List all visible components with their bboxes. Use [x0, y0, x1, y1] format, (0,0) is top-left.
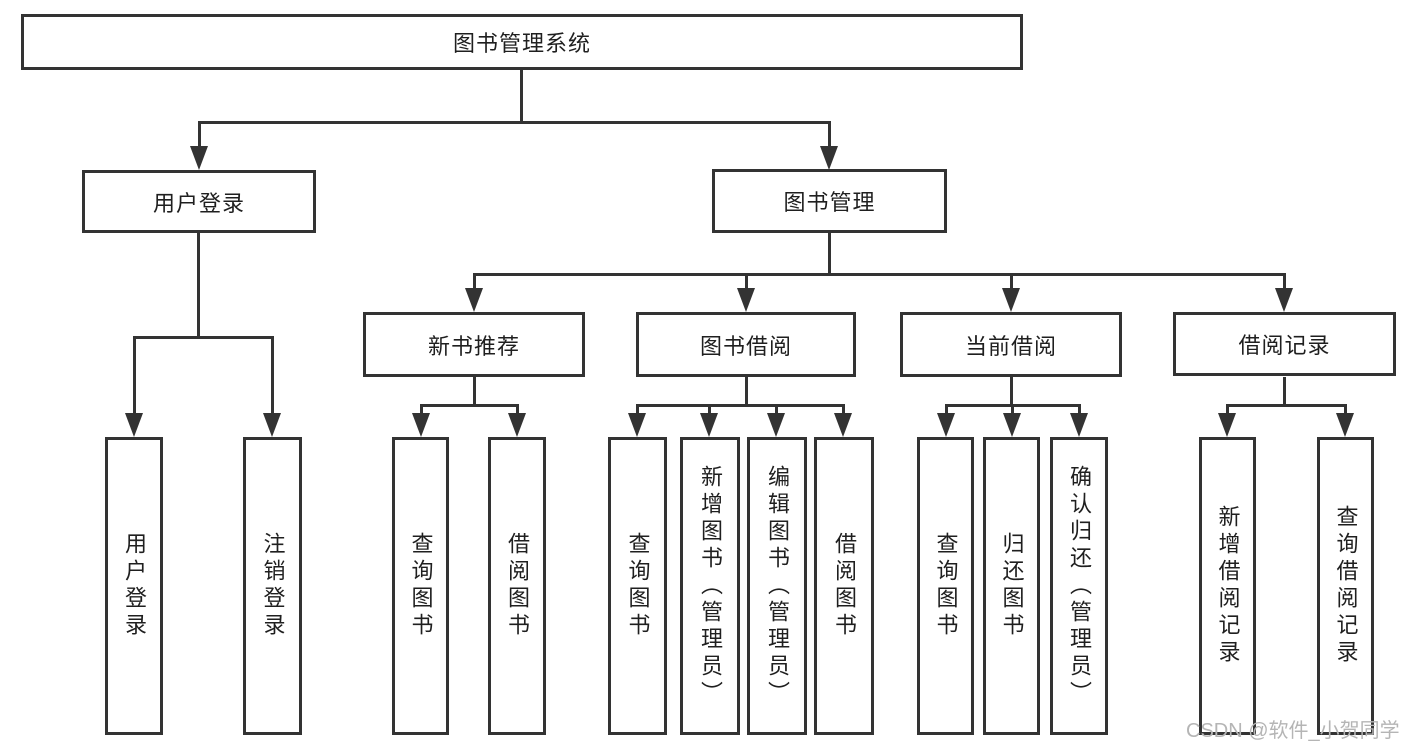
- arrowhead-icon: [628, 413, 646, 437]
- connector-line: [1011, 404, 1014, 414]
- leaf-user-login: 用户登录: [105, 437, 163, 735]
- node-root-label: 图书管理系统: [452, 31, 591, 56]
- arrowhead-icon: [190, 146, 208, 170]
- leaf-cb-confirm-return-admin: 确认归还（管理员）: [1050, 437, 1108, 735]
- leaf-nb-borrow-books-label: 借阅图书: [505, 532, 530, 640]
- arrowhead-icon: [465, 288, 483, 312]
- watermark: CSDN @软件_小贺同学: [1186, 720, 1400, 742]
- connector-line: [1010, 377, 1013, 405]
- node-borrow-records-label: 借阅记录: [1238, 333, 1331, 358]
- leaf-user-login-label: 用户登录: [122, 532, 147, 640]
- connector-line: [1283, 273, 1286, 289]
- node-current-borrow: 当前借阅: [900, 312, 1122, 377]
- connector-line: [198, 121, 201, 147]
- arrowhead-icon: [508, 413, 526, 437]
- arrowhead-icon: [737, 288, 755, 312]
- leaf-nb-borrow-books: 借阅图书: [488, 437, 546, 735]
- leaf-br-query-record-label: 查询借阅记录: [1333, 505, 1359, 667]
- arrowhead-icon: [125, 413, 143, 437]
- arrowhead-icon: [700, 413, 718, 437]
- leaf-nb-query-books-label: 查询图书: [408, 532, 434, 640]
- arrowhead-icon: [1070, 413, 1088, 437]
- leaf-br-add-record: 新增借阅记录: [1199, 437, 1256, 735]
- arrowhead-icon: [1336, 413, 1354, 437]
- connector-line: [133, 336, 136, 414]
- connector-line: [745, 273, 748, 289]
- connector-line: [636, 404, 845, 407]
- connector-line: [271, 336, 274, 414]
- arrowhead-icon: [1275, 288, 1293, 312]
- connector-line: [1283, 377, 1286, 405]
- node-current-borrow-label: 当前借阅: [964, 333, 1057, 359]
- connector-line: [133, 336, 274, 339]
- leaf-bb-add-books-admin-label: 新增图书（管理员）: [698, 464, 723, 708]
- connector-line: [1226, 404, 1229, 414]
- connector-line: [516, 404, 519, 414]
- connector-line: [1344, 404, 1347, 414]
- node-book-management-label: 图书管理: [783, 190, 876, 215]
- leaf-bb-edit-books-admin-label: 编辑图书（管理员）: [765, 464, 790, 708]
- arrowhead-icon: [1218, 413, 1236, 437]
- node-book-borrow: 图书借阅: [636, 312, 856, 377]
- node-user-login-label: 用户登录: [152, 190, 245, 216]
- connector-line: [1226, 404, 1347, 407]
- arrowhead-icon: [412, 413, 430, 437]
- connector-line: [828, 233, 831, 274]
- leaf-bb-add-books-admin: 新增图书（管理员）: [680, 437, 740, 735]
- arrowhead-icon: [767, 413, 785, 437]
- leaf-bb-borrow-books-label: 借阅图书: [832, 532, 857, 640]
- arrowhead-icon: [820, 146, 838, 170]
- connector-line: [1078, 404, 1081, 414]
- leaf-bb-query-books-label: 查询图书: [625, 532, 651, 640]
- connector-line: [828, 121, 831, 147]
- leaf-cb-return-books: 归还图书: [983, 437, 1040, 735]
- connector-line: [473, 273, 1286, 276]
- connector-line: [197, 233, 200, 336]
- leaf-logout-label: 注销登录: [260, 532, 286, 640]
- node-book-management: 图书管理: [712, 169, 947, 233]
- leaf-bb-query-books: 查询图书: [608, 437, 667, 735]
- connector-line: [198, 121, 830, 124]
- arrowhead-icon: [1003, 413, 1021, 437]
- leaf-cb-query-books-label: 查询图书: [933, 532, 959, 640]
- connector-line: [473, 377, 476, 405]
- node-new-book-recommend-label: 新书推荐: [427, 333, 520, 359]
- connector-line: [775, 404, 778, 414]
- leaf-br-add-record-label: 新增借阅记录: [1215, 505, 1241, 667]
- leaf-cb-return-books-label: 归还图书: [999, 532, 1025, 640]
- connector-line: [420, 404, 519, 407]
- connector-line: [420, 404, 423, 414]
- leaf-bb-edit-books-admin: 编辑图书（管理员）: [747, 437, 807, 735]
- connector-line: [1010, 273, 1013, 289]
- leaf-nb-query-books: 查询图书: [392, 437, 449, 735]
- node-root: 图书管理系统: [21, 14, 1023, 70]
- connector-line: [520, 69, 523, 122]
- arrowhead-icon: [263, 413, 281, 437]
- connector-line: [636, 404, 639, 414]
- node-borrow-records: 借阅记录: [1173, 312, 1396, 376]
- leaf-logout: 注销登录: [243, 437, 302, 735]
- leaf-bb-borrow-books: 借阅图书: [814, 437, 874, 735]
- connector-line: [473, 273, 476, 289]
- connector-line: [745, 377, 748, 405]
- connector-line: [842, 404, 845, 414]
- node-user-login: 用户登录: [82, 170, 316, 233]
- arrowhead-icon: [834, 413, 852, 437]
- node-book-borrow-label: 图书借阅: [699, 333, 792, 359]
- arrowhead-icon: [1002, 288, 1020, 312]
- leaf-br-query-record: 查询借阅记录: [1317, 437, 1374, 735]
- connector-line: [945, 404, 948, 414]
- arrowhead-icon: [937, 413, 955, 437]
- connector-line: [708, 404, 711, 414]
- leaf-cb-confirm-return-admin-label: 确认归还（管理员）: [1067, 464, 1092, 708]
- leaf-cb-query-books: 查询图书: [917, 437, 974, 735]
- node-new-book-recommend: 新书推荐: [363, 312, 585, 377]
